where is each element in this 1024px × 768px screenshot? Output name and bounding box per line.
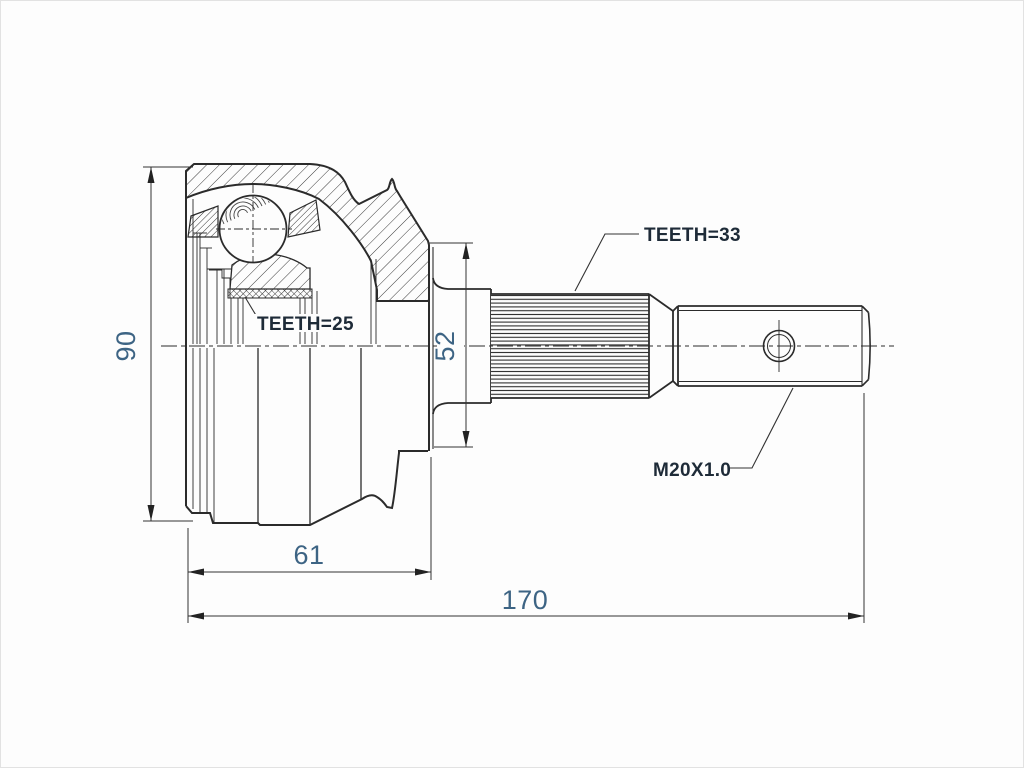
- dimension-52: 52: [428, 242, 473, 448]
- dimension-170: 170: [188, 393, 865, 623]
- dimension-90: 90: [111, 166, 193, 522]
- ball-bearing: [216, 184, 292, 264]
- bearing-cage-section: [187, 199, 321, 238]
- arrowhead: [462, 431, 470, 447]
- bell-housing-section: [185, 163, 430, 302]
- label-teeth-33: TEETH=33: [574, 225, 741, 292]
- leader-line: [728, 387, 794, 469]
- dim-52-text: 52: [430, 330, 460, 361]
- dim-61-text: 61: [293, 540, 324, 570]
- label-thread-spec: M20X1.0: [653, 387, 794, 481]
- bell-housing-outline: [185, 171, 434, 526]
- leader-line: [574, 233, 639, 292]
- dim-170-text: 170: [502, 585, 549, 615]
- teeth-25-text: TEETH=25: [257, 314, 354, 335]
- bore-lines-top: [192, 199, 377, 344]
- arrowhead: [147, 505, 155, 521]
- dimension-61: 61: [187, 457, 432, 623]
- body-lines-bottom: [192, 348, 215, 523]
- dim-90-text: 90: [111, 330, 141, 361]
- arrowhead: [147, 167, 155, 183]
- thread-spec-text: M20X1.0: [653, 460, 731, 481]
- arrowhead: [848, 612, 864, 620]
- arrowhead: [188, 568, 204, 576]
- arrowhead: [188, 612, 204, 620]
- spline-shaft: [491, 293, 650, 399]
- leader-line: [244, 296, 258, 318]
- label-teeth-25: TEETH=25: [244, 296, 354, 335]
- arrowhead: [462, 243, 470, 259]
- body-step-lines: [257, 348, 362, 525]
- teeth-33-text: TEETH=33: [644, 225, 741, 246]
- arrowhead: [415, 568, 431, 576]
